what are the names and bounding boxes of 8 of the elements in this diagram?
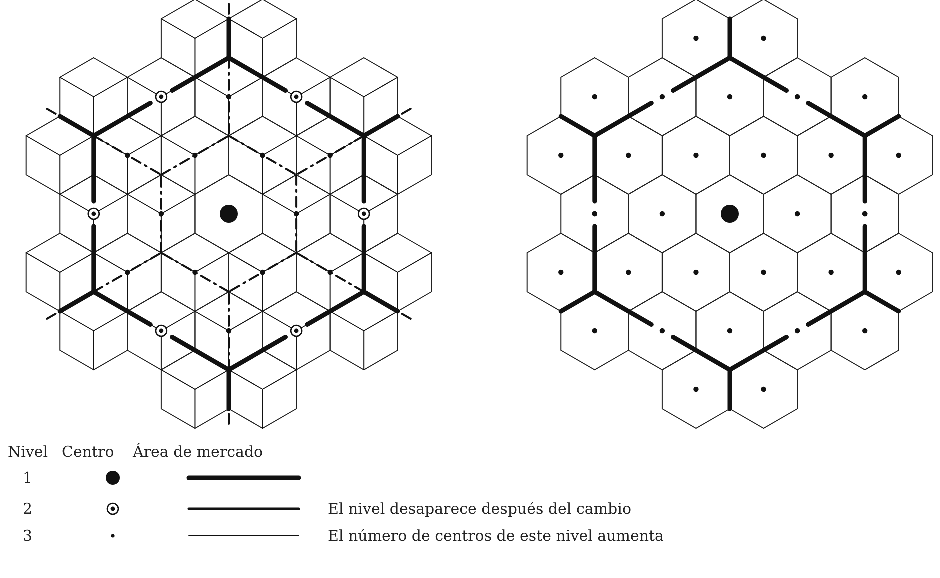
legend-note: El número de centros de este nivel aumenta bbox=[328, 527, 664, 545]
column-header: Área de mercado bbox=[133, 443, 264, 461]
level-number: 3 bbox=[23, 527, 33, 545]
level-number: 2 bbox=[23, 500, 33, 518]
column-header: Centro bbox=[62, 443, 114, 461]
level-number: 1 bbox=[23, 469, 33, 487]
column-header: Nivel bbox=[8, 443, 48, 461]
legend-note: El nivel desaparece después del cambio bbox=[328, 500, 632, 518]
